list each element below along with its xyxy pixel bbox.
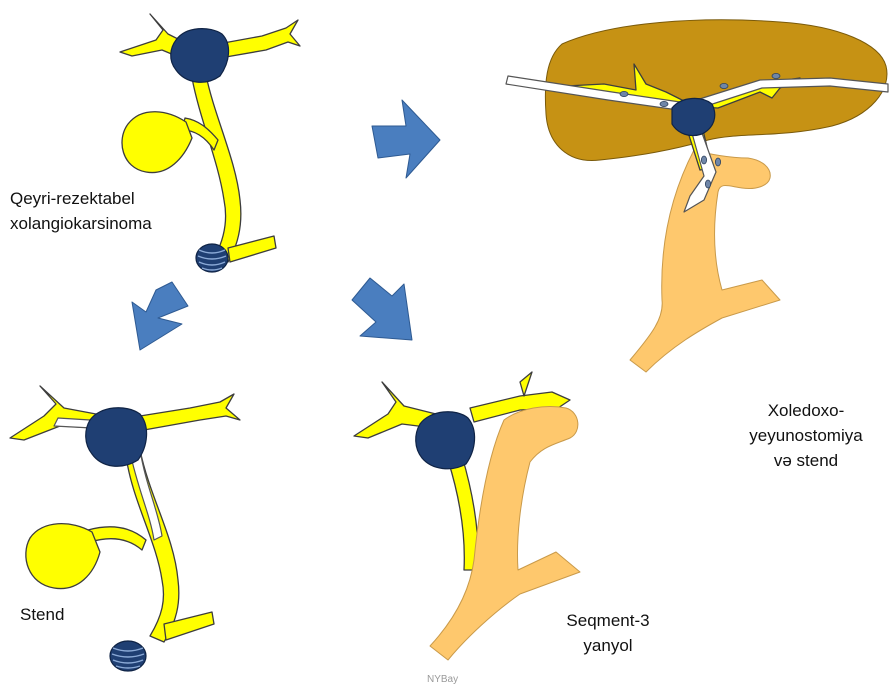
label-unresectable-cholangiocarcinoma: Qeyri-rezektabel xolangiokarsinoma [10,186,152,236]
label-line: yeyunostomiya [736,423,876,448]
arrow-down-right-icon [352,278,412,340]
arrow-down-left-icon [132,282,188,350]
common-bile-duct [192,75,241,262]
label-choledochojejunostomy-and-stent: Xoledoxo- yeyunostomiya və stend [736,398,876,473]
left-hepatic-duct [10,386,96,440]
segment-3-duct [520,372,532,396]
arrow-right-icon [372,100,440,178]
common-bile-duct [126,450,179,642]
panel-segment3-bypass [354,372,580,660]
image-credit: NYBay [427,674,458,685]
ampulla-icon [110,641,146,671]
label-segment-3-bypass: Seqment-3 yanyol [556,608,660,658]
label-line: Stend [20,602,64,627]
label-line: xolangiokarsinoma [10,211,152,236]
label-line: Qeyri-rezektabel [10,186,152,211]
gallbladder [122,112,192,173]
label-line: və stend [736,448,876,473]
label-line: yanyol [556,633,660,658]
common-bile-duct [448,456,478,570]
right-hepatic-duct [140,394,240,430]
ampulla-icon [196,244,228,272]
label-line: Seqment-3 [556,608,660,633]
tumor [171,29,229,83]
tumor [86,408,147,467]
label-line: Xoledoxo- [736,398,876,423]
label-stent: Stend [20,602,64,627]
gallbladder [26,524,100,589]
tumor [416,412,475,469]
stent-left [54,418,92,428]
tumor [672,98,715,135]
panel-stent [10,386,240,671]
panel-choledochojejunostomy [506,20,888,372]
right-hepatic-duct [218,20,300,58]
